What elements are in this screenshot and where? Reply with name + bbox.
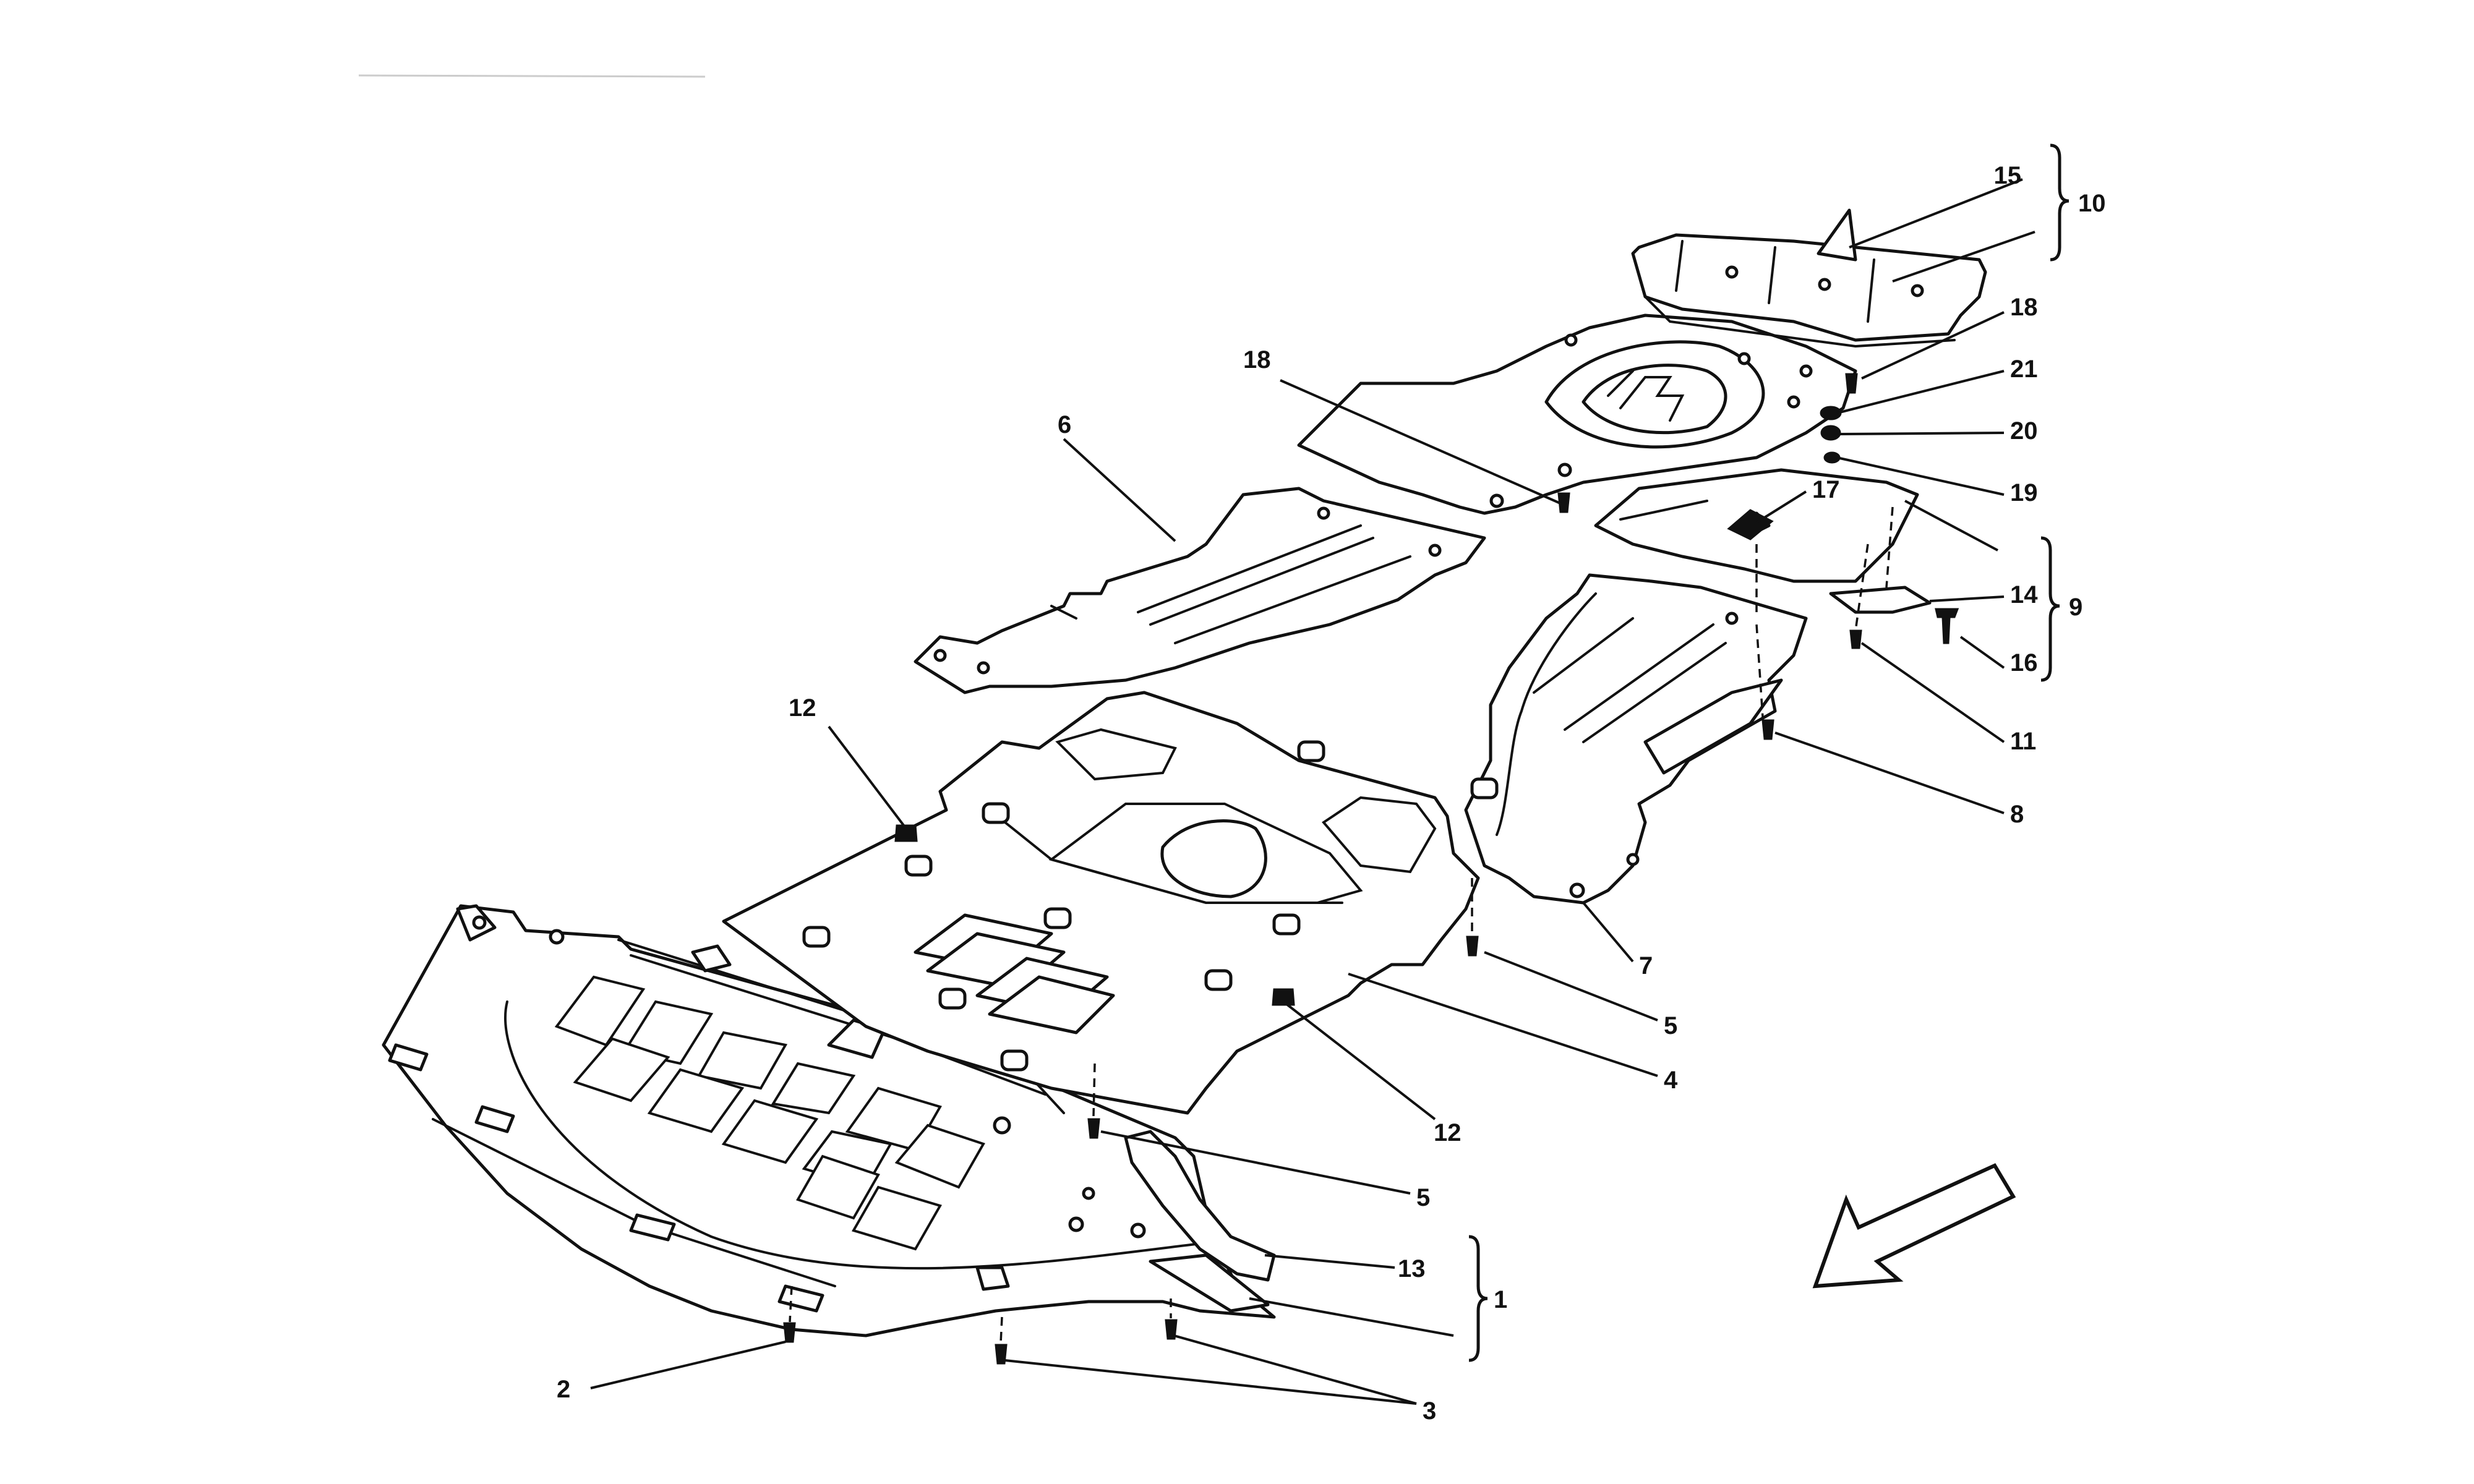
- callout-17: 17: [1812, 476, 1840, 503]
- callout-9: 9: [2069, 594, 2082, 621]
- callout-20: 20: [2010, 417, 2038, 445]
- screw-part-2: [783, 1322, 796, 1343]
- assembly-dashed-lines: [789, 506, 1894, 1344]
- bracket-part-14: [1829, 586, 1932, 614]
- callout-18-right: 18: [2010, 294, 2038, 321]
- callout-8: 8: [2010, 801, 2024, 828]
- callout-4: 4: [1664, 1067, 1678, 1094]
- screw-part-18a: [1845, 373, 1858, 394]
- callout-1: 1: [1494, 1286, 1507, 1313]
- callout-labels: 15 10 18 21 20 19 14 9 16 11 8 17 18 6 1…: [557, 162, 2106, 1425]
- screw-part-3a: [995, 1344, 1008, 1365]
- callout-14: 14: [2010, 581, 2038, 608]
- fasteners: [783, 373, 1959, 1365]
- callout-5-lower: 5: [1416, 1184, 1430, 1211]
- callout-7: 7: [1639, 952, 1653, 979]
- rear-diffuser-part-10: [1631, 208, 1987, 348]
- nut-part-20: [1820, 425, 1841, 441]
- side-strip-part-13: [1124, 1130, 1276, 1282]
- leader-lines: [590, 178, 2035, 1405]
- callout-12-lower: 12: [1434, 1119, 1462, 1146]
- clip-part-12b: [1272, 988, 1295, 1006]
- brace-part-1: [1468, 1235, 1488, 1362]
- screw-part-5a: [1466, 936, 1479, 957]
- right-side-shield-part-7: [1464, 573, 1808, 905]
- front-shield-part-1: [382, 904, 1276, 1337]
- callout-6: 6: [1058, 411, 1071, 438]
- callout-15: 15: [1994, 162, 2022, 189]
- floor-bolt-pads: [802, 740, 1325, 1072]
- shield-louvers: [554, 975, 985, 1251]
- callout-13: 13: [1398, 1255, 1426, 1282]
- callout-3: 3: [1423, 1397, 1436, 1425]
- callout-2: 2: [557, 1376, 570, 1403]
- callout-18-left: 18: [1243, 346, 1271, 373]
- rear-floor-panel: [1297, 313, 1857, 515]
- front-direction-arrow-icon: [1812, 1163, 2016, 1289]
- screw-part-16: [1935, 608, 1959, 644]
- callout-11: 11: [2010, 728, 2036, 755]
- callout-21: 21: [2010, 356, 2038, 383]
- screw-part-18b: [1557, 492, 1570, 513]
- callout-10: 10: [2078, 190, 2106, 217]
- callout-5-upper: 5: [1664, 1012, 1677, 1039]
- callout-19: 19: [2010, 479, 2038, 506]
- brace-part-10: [2050, 143, 2070, 262]
- screw-part-8: [1761, 719, 1774, 740]
- screw-part-3b: [1165, 1319, 1178, 1340]
- clip-part-12a: [894, 824, 918, 842]
- scan-mark: [358, 74, 706, 78]
- callout-12-left: 12: [789, 694, 816, 722]
- screw-part-5b: [1087, 1118, 1100, 1139]
- screw-part-11: [1849, 629, 1862, 649]
- brace-part-9: [2040, 536, 2060, 682]
- left-tunnel-shield-part-6: [914, 487, 1486, 694]
- clip-part-17: [1727, 509, 1774, 540]
- group-braces: [1468, 143, 2070, 1362]
- callout-16: 16: [2010, 649, 2038, 676]
